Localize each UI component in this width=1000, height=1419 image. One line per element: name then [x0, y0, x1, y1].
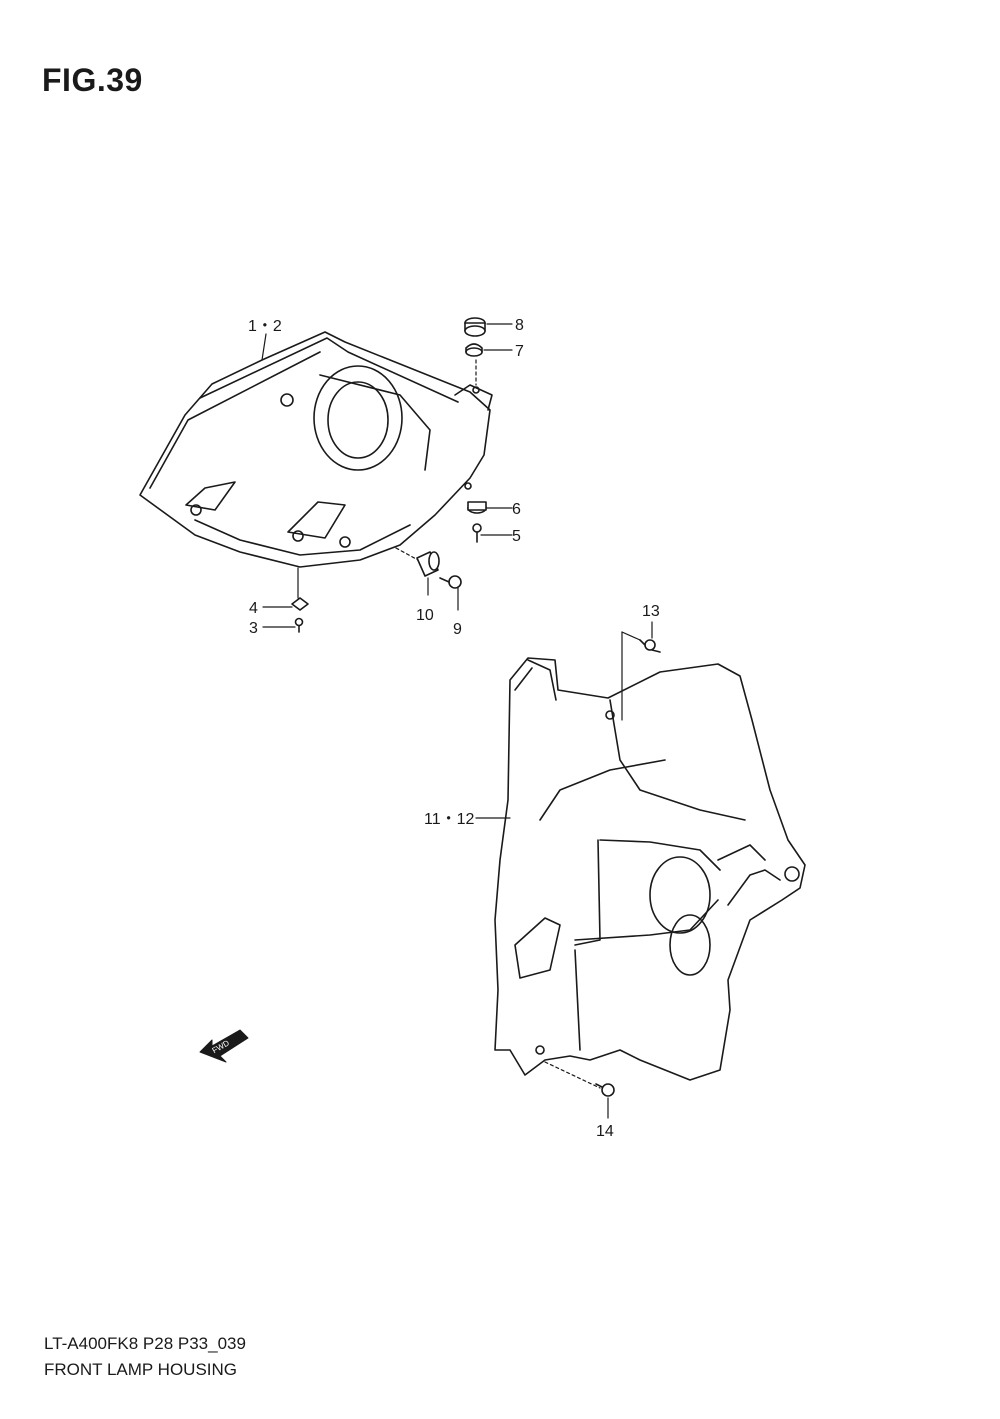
- part-9-bolt: [439, 575, 462, 589]
- callout-14: 14: [596, 1123, 614, 1140]
- part-13-clip: [639, 639, 661, 653]
- callout-7: 7: [515, 343, 524, 360]
- lamp-housing-cover: [494, 657, 806, 1081]
- callout-5: 5: [512, 528, 521, 545]
- part-8-grommet: [464, 317, 486, 337]
- lamp-housing-upper: [139, 331, 493, 568]
- callout-6: 6: [512, 501, 521, 518]
- part-6-grommet: [467, 501, 487, 514]
- part-7-collar: [465, 343, 483, 357]
- callout-4: 4: [249, 600, 258, 617]
- callout-1-2: 1・2: [248, 318, 282, 335]
- part-3-screw: [294, 617, 304, 633]
- figure-title: FIG.39: [42, 62, 143, 98]
- figure-name: FRONT LAMP HOUSING: [44, 1360, 238, 1379]
- callout-3: 3: [249, 620, 258, 637]
- part-5-screw: [472, 523, 482, 543]
- callout-11-12: 11・12: [424, 811, 475, 828]
- fwd-arrow-icon: FWD: [199, 1029, 249, 1063]
- part-4-nut: [291, 597, 309, 611]
- model-code: LT-A400FK8 P28 P33_039: [44, 1334, 246, 1353]
- callout-10: 10: [416, 607, 434, 624]
- part-14-clip: [595, 1083, 615, 1097]
- callout-13: 13: [642, 603, 660, 620]
- callout-8: 8: [515, 317, 524, 334]
- part-10-cushion: [416, 551, 440, 577]
- leader-lines-lower: [475, 621, 653, 1119]
- leader-lines-upper: [261, 323, 513, 628]
- callout-9: 9: [453, 621, 462, 638]
